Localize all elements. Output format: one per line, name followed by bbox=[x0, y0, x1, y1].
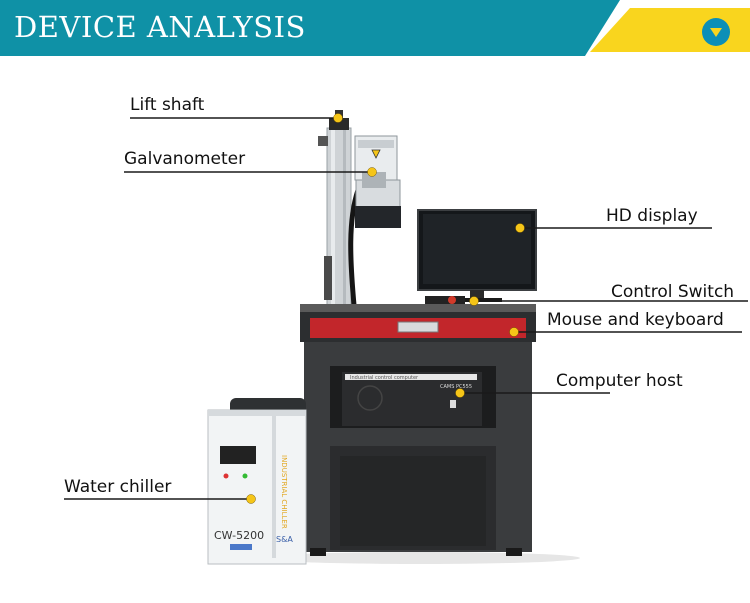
callout-markers bbox=[246, 113, 525, 504]
header-banner: DEVICE ANALYSIS bbox=[0, 0, 750, 56]
banner-teal-panel bbox=[0, 0, 620, 56]
cabinet: Industrial control computer CAMS PC555 bbox=[304, 342, 532, 556]
callout-computer-host: Computer host bbox=[556, 371, 683, 391]
chiller-vertical-text: INDUSTRIAL CHILLER bbox=[280, 455, 288, 529]
chiller-model-text: CW-5200 bbox=[214, 529, 264, 542]
leader-lines bbox=[64, 117, 748, 500]
water-chiller: INDUSTRIAL CHILLER CW-5200 S&A bbox=[207, 398, 307, 565]
computer-model-text: CAMS PC555 bbox=[440, 384, 472, 390]
monitor bbox=[417, 209, 537, 304]
chiller-brand-text: S&A bbox=[276, 535, 293, 544]
callout-water-chiller: Water chiller bbox=[64, 477, 172, 497]
callout-hd-display: HD display bbox=[606, 206, 698, 226]
computer-label-text: Industrial control computer bbox=[350, 375, 419, 381]
keyboard-drawer bbox=[310, 318, 526, 338]
callout-lift-shaft: Lift shaft bbox=[130, 95, 205, 115]
callout-galvanometer: Galvanometer bbox=[124, 149, 246, 169]
callout-mouse-keyboard: Mouse and keyboard bbox=[547, 310, 724, 330]
callout-control-switch: Control Switch bbox=[611, 282, 735, 302]
page-title: DEVICE ANALYSIS bbox=[14, 10, 306, 44]
toggle-button[interactable] bbox=[702, 18, 730, 46]
chevron-down-icon bbox=[710, 28, 722, 37]
galvanometer-head bbox=[354, 135, 401, 228]
lift-column bbox=[318, 110, 352, 311]
